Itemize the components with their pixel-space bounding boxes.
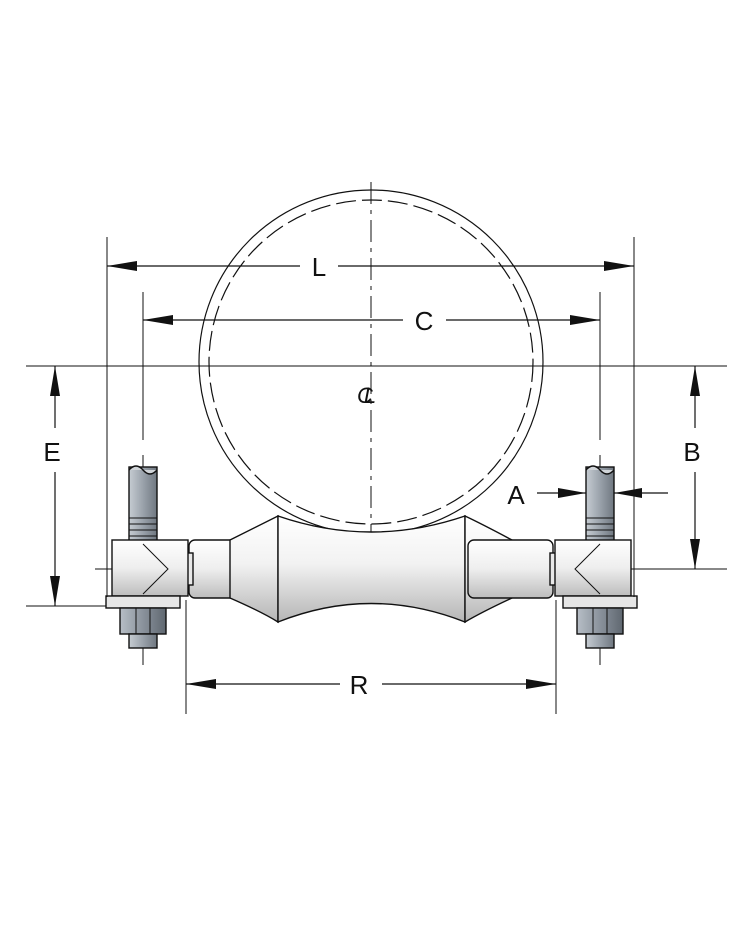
- dimension-A-label: A: [507, 480, 525, 510]
- roller-right-hub: [467, 539, 554, 599]
- dimension-E: E: [43, 366, 61, 606]
- dimension-L-label: L: [312, 252, 326, 282]
- left-bracket: [105, 465, 189, 649]
- right-stud-break: [585, 465, 615, 475]
- right-nut: [576, 607, 624, 635]
- centerline-symbol: CL: [357, 383, 384, 408]
- left-washer: [105, 595, 181, 609]
- left-nut: [119, 607, 167, 635]
- right-stud: [585, 466, 615, 543]
- dimension-A: A: [507, 480, 668, 510]
- right-stud-tail: [585, 633, 615, 649]
- left-bracket-chamfer: [142, 543, 169, 595]
- dimension-R: R: [186, 670, 556, 700]
- right-washer: [562, 595, 638, 609]
- centerline-symbol-label: CL: [357, 383, 375, 408]
- dimension-E-label: E: [43, 437, 60, 467]
- roller: [182, 514, 561, 624]
- left-stud-threads: [129, 517, 157, 537]
- left-stud-tail: [128, 633, 158, 649]
- dimension-L: L: [107, 252, 634, 282]
- dimension-B: B: [683, 366, 701, 569]
- roller-left-taper: [229, 514, 279, 624]
- extension-lines: [26, 237, 727, 714]
- dimension-C: C: [143, 306, 600, 336]
- right-stud-threads: [586, 517, 614, 537]
- left-stud: [128, 466, 158, 543]
- roller-center-body: [277, 515, 466, 624]
- dimension-C-label: C: [415, 306, 434, 336]
- left-stud-break: [128, 465, 158, 475]
- dimension-R-label: R: [350, 670, 369, 700]
- right-bracket: [554, 465, 638, 649]
- dimension-B-label: B: [683, 437, 700, 467]
- right-bracket-chamfer: [574, 543, 601, 595]
